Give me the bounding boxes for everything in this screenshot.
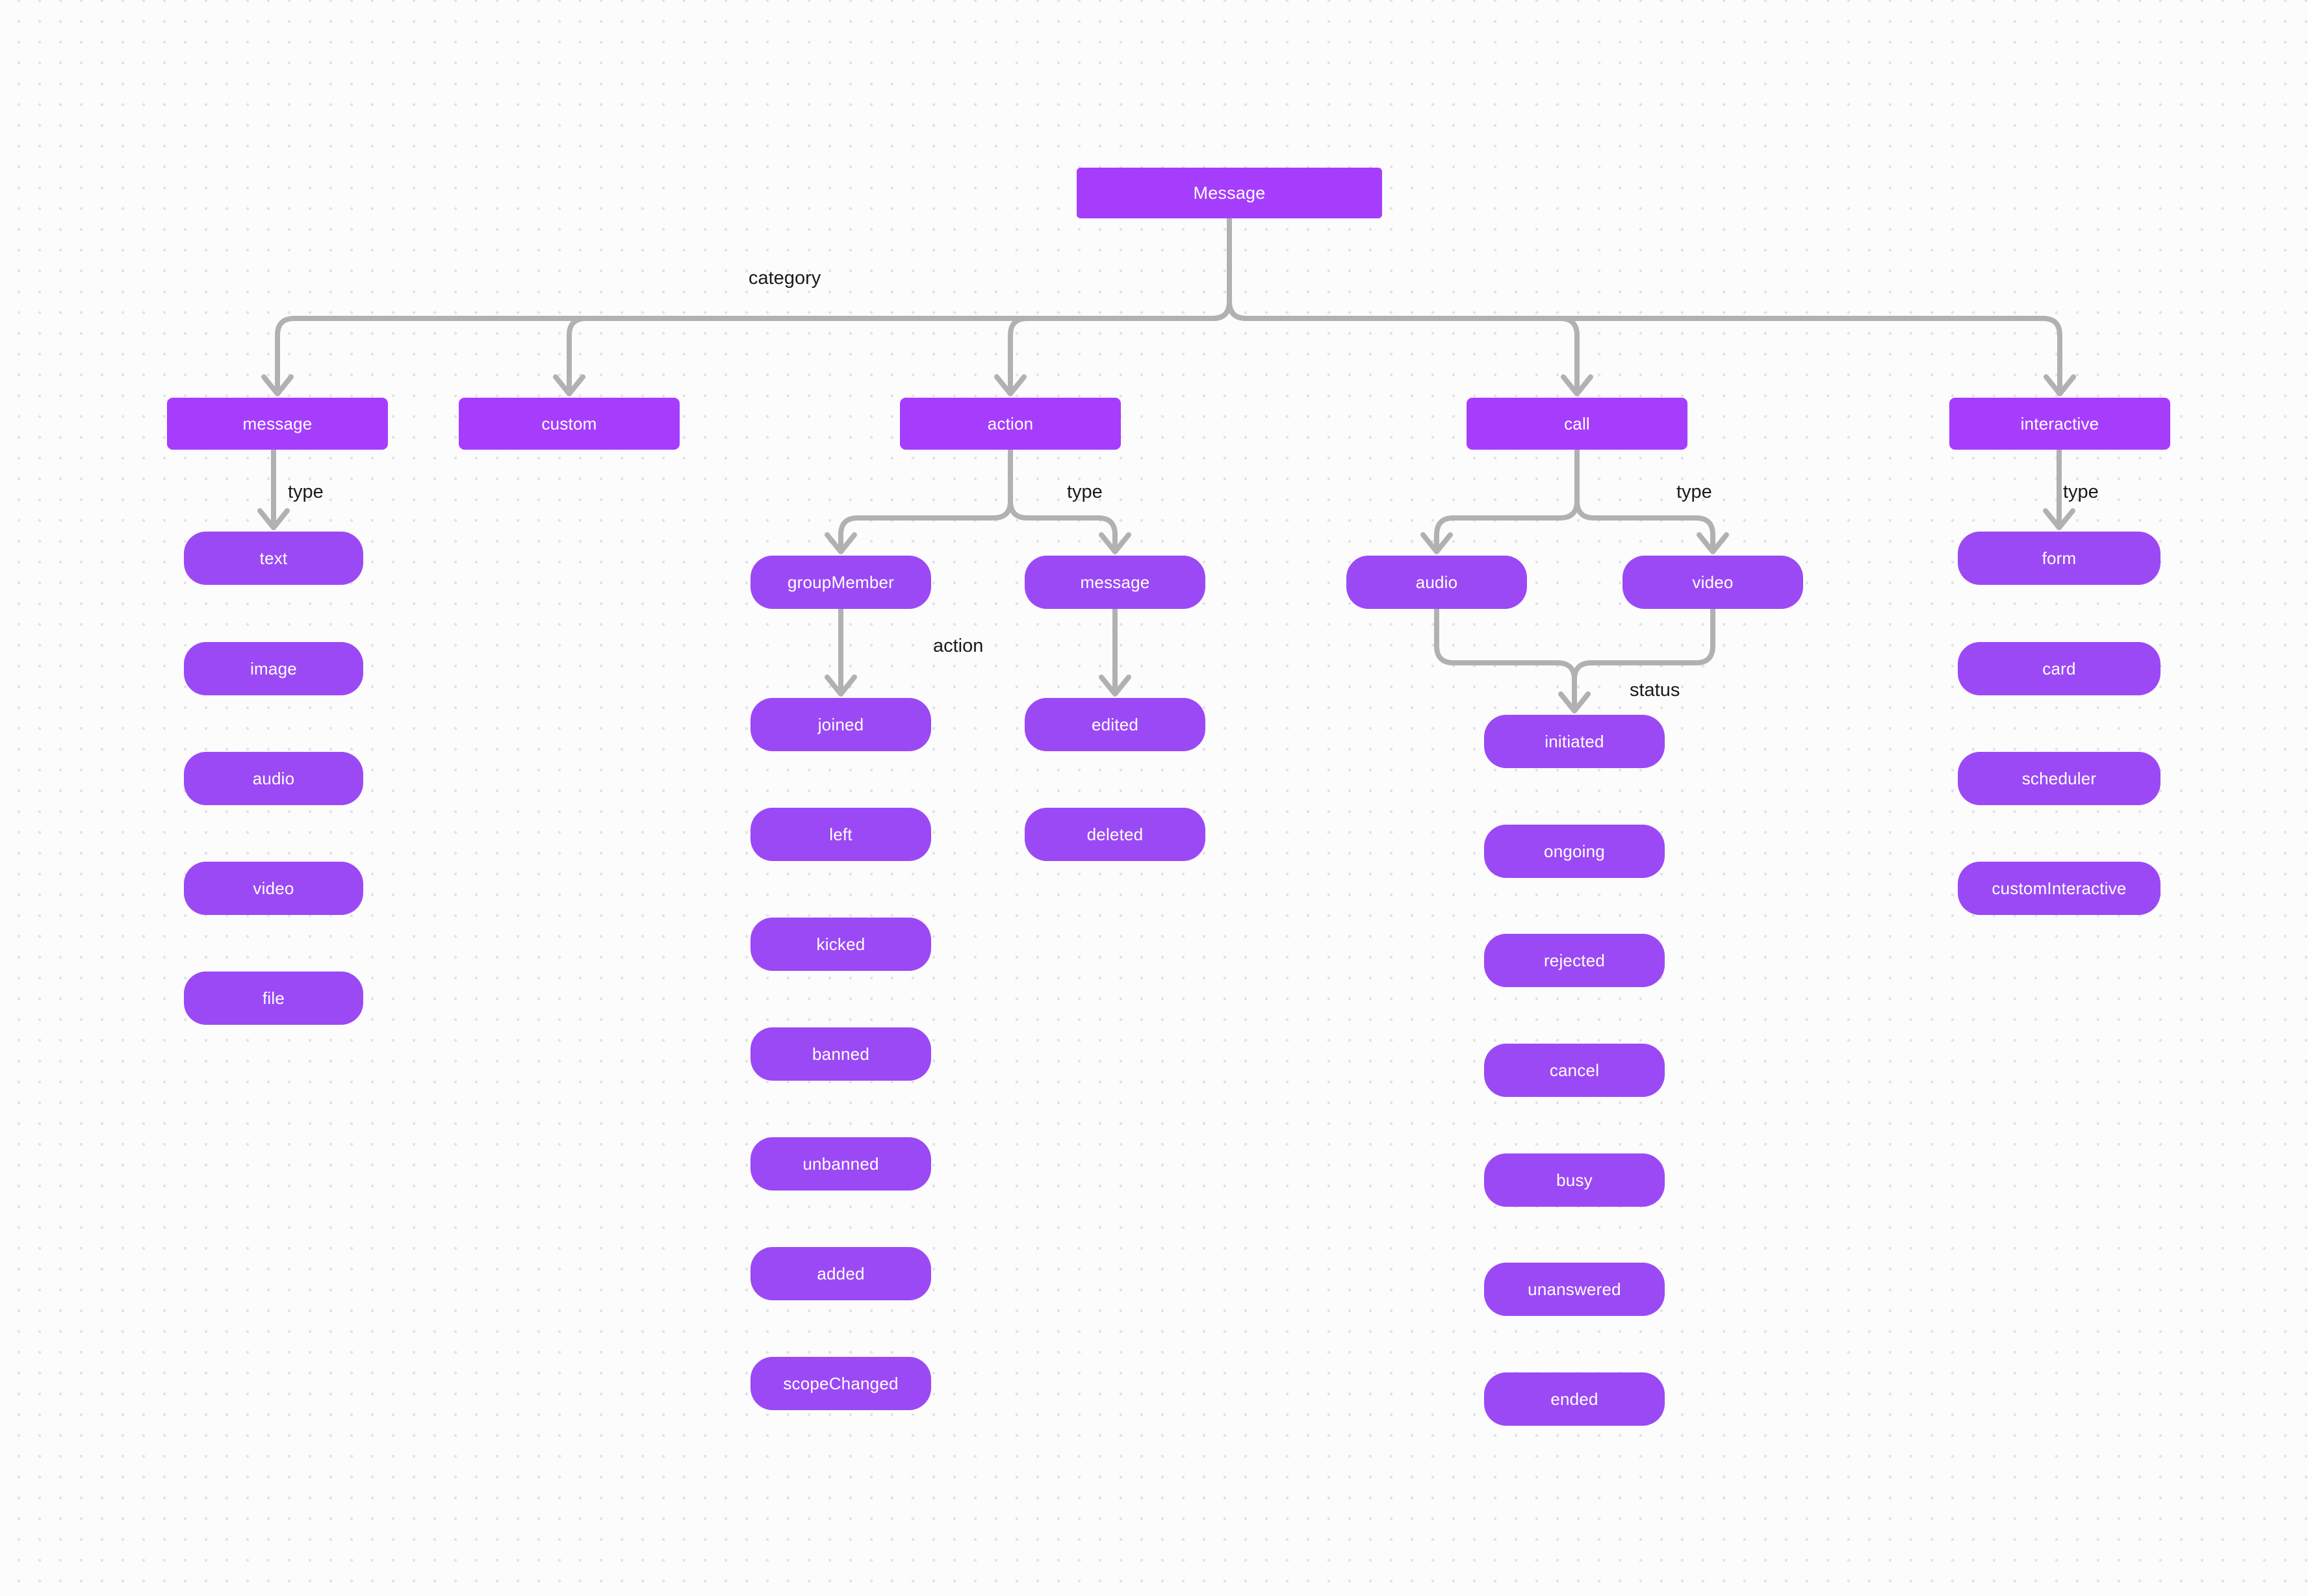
node-label: message (242, 413, 313, 433)
node-label: kicked (816, 934, 866, 954)
node-label: video (253, 878, 294, 898)
edge-label-call-type: type (1676, 482, 1712, 502)
node-label: action (987, 413, 1034, 433)
edge-label-category: category (749, 268, 821, 289)
node-label: audio (252, 768, 295, 788)
node-leaf-call-ended[interactable]: ended (1484, 1372, 1665, 1426)
edge-label-message-type: type (288, 482, 324, 502)
node-label: audio (1415, 572, 1458, 592)
node-label: ongoing (1544, 841, 1605, 861)
node-label: customInteractive (1992, 878, 2127, 898)
node-label: joined (817, 714, 864, 734)
node-label: text (259, 548, 288, 568)
edge-sub-call-call-audio (1434, 447, 1580, 552)
node-label: interactive (2020, 413, 2099, 433)
node-leaf-call-busy[interactable]: busy (1484, 1153, 1665, 1207)
node-leaf-message-action-edited[interactable]: edited (1025, 698, 1205, 751)
node-leaf-message-audio[interactable]: audio (184, 752, 363, 805)
node-label: edited (1091, 714, 1139, 734)
node-leaf-call-unanswered[interactable]: unanswered (1484, 1263, 1665, 1316)
node-root-message[interactable]: Message (1077, 168, 1382, 218)
node-sub-call-audio[interactable]: audio (1346, 556, 1527, 609)
node-label: Message (1193, 183, 1266, 203)
edge-label-groupmember-action: action (933, 636, 984, 656)
node-label: image (250, 658, 297, 678)
edge-category-action (1008, 216, 1232, 394)
edge-label-action-type: type (1067, 482, 1103, 502)
node-sub-message-action[interactable]: message (1025, 556, 1205, 609)
node-label: scopeChanged (783, 1373, 899, 1393)
node-sub-call-video[interactable]: video (1622, 556, 1803, 609)
node-label: left (829, 824, 853, 844)
node-label: unanswered (1528, 1279, 1621, 1299)
node-leaf-interactive-card[interactable]: card (1958, 642, 2161, 695)
node-leaf-message-text[interactable]: text (184, 532, 363, 585)
node-category-action[interactable]: action (900, 398, 1121, 450)
node-label: file (262, 988, 285, 1008)
arrowhead-leaf-message-action (1099, 675, 1131, 697)
node-leaf-groupMember-left[interactable]: left (750, 808, 931, 861)
arrowhead-sub-call-call-audio (1420, 532, 1453, 554)
node-leaf-interactive-form[interactable]: form (1958, 532, 2161, 585)
node-leaf-message-action-deleted[interactable]: deleted (1025, 808, 1205, 861)
node-sub-groupMember[interactable]: groupMember (750, 556, 931, 609)
node-leaf-interactive-customInteractive[interactable]: customInteractive (1958, 862, 2161, 915)
node-leaf-groupMember-banned[interactable]: banned (750, 1027, 931, 1081)
node-leaf-groupMember-unbanned[interactable]: unbanned (750, 1137, 931, 1191)
arrowhead-category-action (994, 374, 1027, 396)
arrowhead-type-message (257, 508, 290, 530)
node-label: call (1564, 413, 1590, 433)
node-leaf-call-initiated[interactable]: initiated (1484, 715, 1665, 768)
node-label: busy (1556, 1170, 1593, 1190)
node-label: initiated (1545, 731, 1604, 751)
node-leaf-message-file[interactable]: file (184, 972, 363, 1025)
node-leaf-groupMember-joined[interactable]: joined (750, 698, 931, 751)
node-leaf-groupMember-added[interactable]: added (750, 1247, 931, 1300)
node-leaf-message-video[interactable]: video (184, 862, 363, 915)
node-label: card (2042, 658, 2076, 678)
node-label: added (817, 1263, 865, 1283)
node-leaf-call-ongoing[interactable]: ongoing (1484, 825, 1665, 878)
node-label: unbanned (802, 1153, 879, 1174)
node-label: groupMember (787, 572, 895, 592)
node-leaf-message-image[interactable]: image (184, 642, 363, 695)
node-label: rejected (1543, 950, 1606, 970)
node-label: ended (1550, 1389, 1598, 1409)
node-category-custom[interactable]: custom (459, 398, 680, 450)
arrowhead-merge-call (1558, 691, 1591, 714)
node-leaf-interactive-scheduler[interactable]: scheduler (1958, 752, 2161, 805)
edge-category-call (1227, 216, 1580, 394)
node-label: deleted (1086, 824, 1144, 844)
arrowhead-sub-action-message-action (1099, 532, 1131, 554)
edge-sub-action-groupMember (838, 447, 1013, 552)
edge-label-interactive-type: type (2063, 482, 2099, 502)
arrowhead-category-custom (553, 374, 585, 396)
arrowhead-category-call (1561, 374, 1593, 396)
edge-category-interactive (1227, 216, 2062, 394)
node-leaf-call-rejected[interactable]: rejected (1484, 934, 1665, 987)
node-label: video (1692, 572, 1734, 592)
node-label: cancel (1549, 1060, 1600, 1080)
arrowhead-leaf-groupMember (825, 675, 857, 697)
node-category-interactive[interactable]: interactive (1949, 398, 2170, 450)
node-label: message (1080, 572, 1150, 592)
edge-label-call-status: status (1630, 680, 1680, 701)
arrowhead-category-message (261, 374, 294, 396)
arrowhead-sub-action-groupMember (825, 532, 857, 554)
arrowhead-type-interactive (2043, 508, 2075, 530)
node-leaf-call-cancel[interactable]: cancel (1484, 1044, 1665, 1097)
arrowhead-sub-call-call-video (1697, 532, 1729, 554)
node-label: banned (812, 1044, 869, 1064)
node-category-call[interactable]: call (1467, 398, 1687, 450)
arrowhead-category-interactive (2044, 374, 2076, 396)
node-label: form (2042, 548, 2077, 568)
node-category-message[interactable]: message (167, 398, 388, 450)
node-leaf-groupMember-scopeChanged[interactable]: scopeChanged (750, 1357, 931, 1410)
edge-merge-call-call-audio (1434, 606, 1577, 711)
edge-category-message (275, 216, 1232, 394)
node-label: scheduler (2021, 768, 2097, 788)
node-leaf-groupMember-kicked[interactable]: kicked (750, 918, 931, 971)
edge-category-custom (567, 216, 1232, 394)
node-label: custom (541, 413, 597, 433)
